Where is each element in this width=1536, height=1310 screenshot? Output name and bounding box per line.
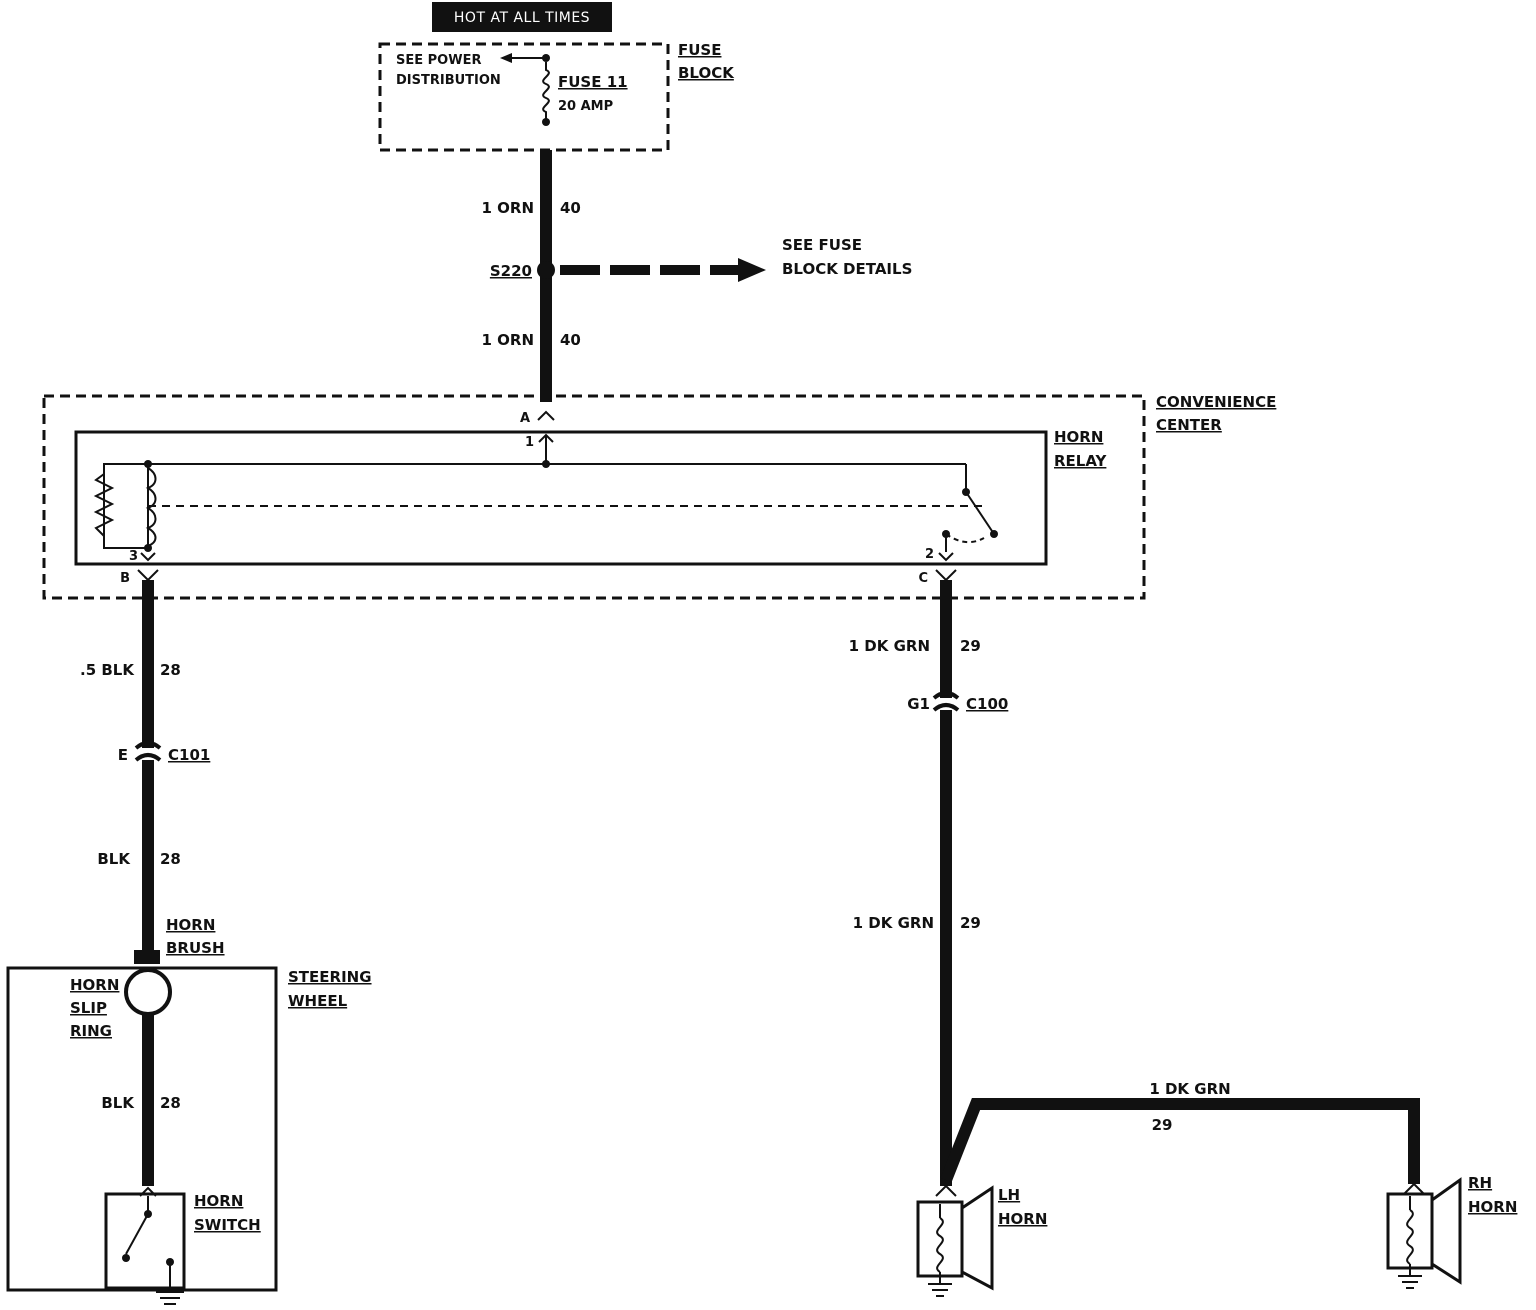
fuse-block-title-line2: BLOCK <box>678 64 735 82</box>
rh-horn-line1: RH <box>1468 1174 1492 1192</box>
connector-b-icon <box>137 569 159 582</box>
horn-relay-title-line1: HORN <box>1054 428 1103 446</box>
horn-brush-line1: HORN <box>166 916 215 934</box>
connector-c101-icon <box>134 741 162 750</box>
horn-brush-line2: BRUSH <box>166 939 225 957</box>
pin-a-label: A <box>520 411 530 426</box>
steering-wheel-line2: WHEEL <box>288 992 348 1010</box>
wire-top2-gauge: 1 ORN <box>481 331 534 349</box>
steering-wheel-line1: STEERING <box>288 968 372 986</box>
left-wire1-circuit: 28 <box>160 661 181 679</box>
relay-pin2-label: 2 <box>925 547 934 562</box>
convenience-center: CONVENIENCE CENTER HORN RELAY A 1 2 3 <box>42 393 1276 600</box>
right-wire3-gauge: 1 DK GRN <box>1149 1080 1230 1098</box>
left-wire3-gauge: BLK <box>101 1094 135 1112</box>
slip-ring-icon <box>124 968 172 1016</box>
fuse-block: SEE POWER DISTRIBUTION FUSE BLOCK FUSE 1… <box>378 41 735 152</box>
pin-c-label: C <box>918 571 928 586</box>
slip-ring-line3: RING <box>70 1022 112 1040</box>
horn-switch-line1: HORN <box>194 1192 243 1210</box>
connector-a-icon <box>537 410 555 421</box>
hot-label: HOT AT ALL TIMES <box>454 10 590 26</box>
hot-at-all-times-badge: HOT AT ALL TIMES <box>432 2 612 32</box>
convenience-center-title-line1: CONVENIENCE <box>1156 393 1276 411</box>
fuse-rating: 20 AMP <box>558 99 613 114</box>
right-wire1-gauge: 1 DK GRN <box>849 637 930 655</box>
fuse-icon <box>542 62 550 122</box>
connector-1-icon <box>538 433 554 443</box>
lh-horn-line1: LH <box>998 1186 1020 1204</box>
right-wire2-gauge: 1 DK GRN <box>853 914 934 932</box>
fuse-name: FUSE 11 <box>558 73 628 91</box>
connector-c-icon <box>935 569 957 582</box>
wire-top2-circuit: 40 <box>560 331 581 349</box>
splice-s220: S220 SEE FUSE BLOCK DETAILS <box>490 236 912 282</box>
relay-contact-icon <box>965 491 995 535</box>
fuse-block-title-line1: FUSE <box>678 41 721 59</box>
horn-relay-title-line2: RELAY <box>1054 452 1108 470</box>
right-wire3-circuit: 29 <box>1152 1116 1173 1134</box>
rh-horn-icon <box>1386 1177 1462 1289</box>
relay-coil-box <box>103 463 149 549</box>
right-connector-pin: G1 <box>907 695 930 713</box>
left-connector-id: C101 <box>168 746 210 764</box>
right-branch: 1 DK GRN 29 G1 C100 1 DK GRN 29 1 DK GRN… <box>849 580 1517 1297</box>
slip-ring-line2: SLIP <box>70 999 107 1017</box>
right-connector-id: C100 <box>966 695 1008 713</box>
connector-2-icon <box>938 552 954 562</box>
pin-b-label: B <box>120 571 130 586</box>
connector-3-icon <box>140 552 156 562</box>
horn-switch-line2: SWITCH <box>194 1216 261 1234</box>
lh-horn-icon <box>916 1184 994 1297</box>
horn-relay-box <box>74 430 1048 566</box>
ground-icon <box>156 1291 184 1305</box>
connector-c100-icon <box>932 691 960 700</box>
horn-switch-box <box>104 1192 186 1290</box>
wire-top1-circuit: 40 <box>560 199 581 217</box>
left-wire1-gauge: .5 BLK <box>80 661 135 679</box>
wire-top1-gauge: 1 ORN <box>481 199 534 217</box>
left-wire2-circuit: 28 <box>160 850 181 868</box>
see-power-line1: SEE POWER <box>396 53 481 68</box>
splice-id: S220 <box>490 262 532 280</box>
relay-pin3-label: 3 <box>129 549 138 564</box>
steering-wheel-box <box>6 966 278 1292</box>
right-wire2-circuit: 29 <box>960 914 981 932</box>
left-wire2-gauge: BLK <box>97 850 131 868</box>
left-wire3-circuit: 28 <box>160 1094 181 1112</box>
horn-switch-contact-icon <box>125 1213 149 1255</box>
see-power-line2: DISTRIBUTION <box>396 73 501 88</box>
arrow-right-icon <box>738 258 766 282</box>
lh-horn-line2: HORN <box>998 1210 1047 1228</box>
slip-ring-line1: HORN <box>70 976 119 994</box>
right-wire1-circuit: 29 <box>960 637 981 655</box>
resistor-icon <box>93 473 115 537</box>
coil-icon <box>145 467 157 547</box>
splice-ref-line1: SEE FUSE <box>782 236 862 254</box>
convenience-center-title-line2: CENTER <box>1156 416 1222 434</box>
left-connector-pin: E <box>118 746 128 764</box>
splice-ref-line2: BLOCK DETAILS <box>782 260 912 278</box>
connector-switch-icon <box>139 1186 157 1197</box>
left-branch: .5 BLK 28 E C101 BLK 28 HORN BRUSH STEER… <box>6 580 372 1305</box>
relay-pin1-label: 1 <box>525 435 534 450</box>
rh-horn-line2: HORN <box>1468 1198 1517 1216</box>
